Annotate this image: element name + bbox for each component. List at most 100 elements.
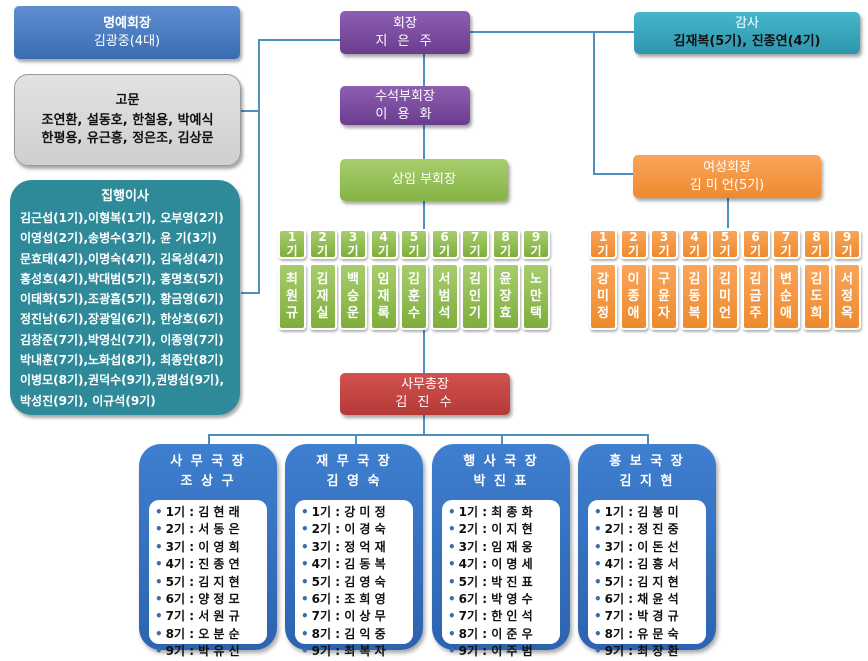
team-member: •7기 : 서 원 규	[155, 608, 267, 625]
bullet-icon: •	[155, 557, 163, 572]
bullet-icon: •	[594, 626, 602, 641]
team-member-text: 1기 : 김 봉 미	[604, 505, 679, 519]
team-member: •7기 : 이 상 무	[301, 608, 413, 625]
bullet-icon: •	[448, 592, 456, 607]
director-line: 박내훈(7기),노화섭(8기), 최종안(8기)	[20, 353, 224, 368]
bullet-icon: •	[301, 609, 309, 624]
bullet-icon: •	[448, 505, 456, 519]
bullet-icon: •	[448, 539, 456, 554]
team-member-text: 7기 : 박 경 규	[604, 609, 679, 624]
team-member-text: 1기 : 강 미 정	[311, 505, 386, 519]
team-leader-name: 박 진 표	[473, 474, 529, 489]
team-member-text: 6기 : 박 영 수	[458, 592, 533, 607]
team-member-text: 5기 : 김 지 현	[604, 574, 679, 589]
standing-vp-title: 상임 부회장	[392, 172, 456, 187]
bullet-icon: •	[301, 539, 309, 554]
secretary-general-box: 사무총장 김 진 수	[340, 373, 510, 415]
team-member: •1기 : 강 미 정	[301, 504, 413, 521]
bullet-icon: •	[594, 557, 602, 572]
team-member-text: 8기 : 유 문 숙	[604, 626, 679, 641]
bullet-icon: •	[155, 539, 163, 554]
bullet-icon: •	[448, 626, 456, 641]
bullet-icon: •	[155, 592, 163, 607]
connector-line	[241, 110, 259, 112]
team-member: •8기 : 유 문 숙	[594, 626, 706, 643]
bullet-icon: •	[301, 522, 309, 537]
team-member-text: 7기 : 이 상 무	[311, 609, 386, 624]
team-member: •2기 : 이 지 현	[448, 521, 560, 538]
bullet-icon: •	[594, 539, 602, 554]
connector-line	[355, 434, 357, 446]
connector-line	[258, 39, 340, 41]
honorary-title: 명예회장	[103, 15, 151, 31]
bullet-icon: •	[448, 644, 456, 659]
team-member-text: 7기 : 서 원 규	[165, 609, 240, 624]
team-leader-name: 조 상 구	[180, 474, 236, 489]
team-member-text: 6기 : 양 정 모	[165, 592, 240, 607]
honorary-name: 김광중(4대)	[93, 33, 161, 49]
bullet-icon: •	[448, 522, 456, 537]
bullet-icon: •	[155, 644, 163, 659]
directors-list: 김근섭(1기),이형복(1기), 오부영(2기)이영섭(2기),송병수(3기),…	[10, 208, 240, 411]
team-member: •5기 : 김 지 현	[594, 574, 706, 591]
connector-line	[208, 434, 648, 436]
team-member: •4기 : 김 흥 서	[594, 556, 706, 573]
team-member-text: 3기 : 이 영 희	[165, 539, 240, 554]
team-member-text: 2기 : 정 진 중	[604, 522, 679, 537]
team-title: 행 사 국 장	[463, 454, 539, 469]
president-box: 회장 지 은 주	[340, 11, 470, 54]
team-member-text: 8기 : 이 준 우	[458, 626, 533, 641]
standing-vp-box: 상임 부회장	[340, 159, 508, 201]
connector-line	[423, 54, 425, 86]
team-title: 재 무 국 장	[316, 454, 392, 469]
team-member: •1기 : 김 봉 미	[594, 504, 706, 521]
team-member-text: 4기 : 진 종 연	[165, 557, 240, 572]
team-title: 사 무 국 장	[170, 454, 246, 469]
team-member: •9기 : 박 유 신	[155, 643, 267, 660]
auditor-box: 감사 김재복(5기), 진종연(4기)	[634, 12, 860, 54]
bullet-icon: •	[594, 574, 602, 589]
team-member: •5기 : 박 진 표	[448, 574, 560, 591]
president-name: 지 은 주	[375, 33, 435, 49]
team-member-text: 9기 : 이 주 범	[458, 644, 533, 659]
connector-line	[727, 198, 729, 228]
team-member: •4기 : 김 동 복	[301, 556, 413, 573]
executive-directors-box: 집행이사 김근섭(1기),이형복(1기), 오부영(2기)이영섭(2기),송병수…	[10, 180, 240, 415]
director-line: 김창준(7기),박영신(7기), 이종영(7기)	[20, 332, 224, 347]
team-member: •2기 : 서 동 은	[155, 521, 267, 538]
team-member-text: 7기 : 한 인 석	[458, 609, 533, 624]
advisors-line: 조연환, 설동호, 한철용, 박예식	[41, 113, 214, 128]
team-member-text: 5기 : 박 진 표	[458, 574, 533, 589]
senior-vp-box: 수석부회장 이 용 화	[340, 86, 470, 125]
team-member-list: •1기 : 최 종 화•2기 : 이 지 현•3기 : 임 재 웅•4기 : 이…	[442, 500, 560, 658]
connector-line	[241, 292, 259, 294]
team-member: •3기 : 정 억 재	[301, 539, 413, 556]
team-member: •8기 : 이 준 우	[448, 626, 560, 643]
connector-line	[593, 173, 633, 175]
advisors-line: 한평용, 유근흥, 정은조, 김상문	[41, 131, 214, 146]
team-member-text: 5기 : 김 지 현	[165, 574, 240, 589]
directors-title: 집행이사	[101, 189, 149, 204]
team-member: •9기 : 이 주 범	[448, 643, 560, 660]
team-title: 홍 보 국 장	[609, 454, 685, 469]
secretary-general-title: 사무총장	[401, 377, 449, 392]
connector-line	[501, 434, 503, 446]
team-member: •3기 : 이 돈 선	[594, 539, 706, 556]
